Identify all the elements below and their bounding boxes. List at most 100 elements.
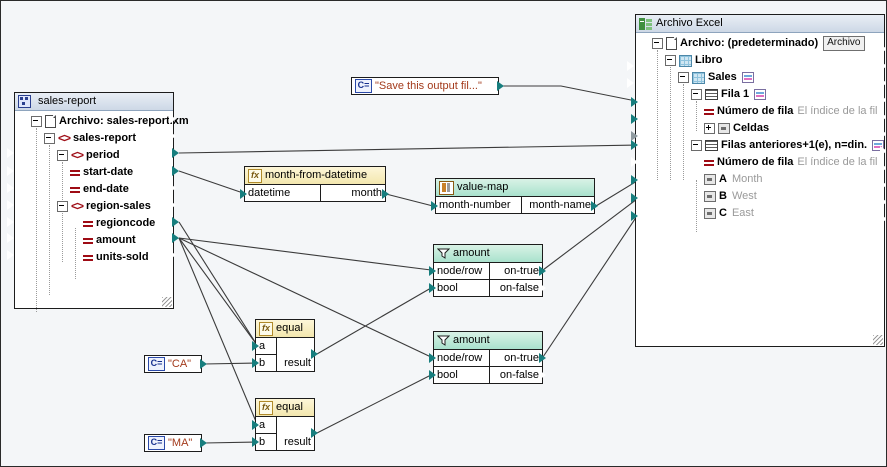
tree-row[interactable]: B West	[636, 188, 884, 205]
connector-out-month-name[interactable]	[591, 201, 598, 211]
constant-ma[interactable]: C= "MA"	[144, 434, 202, 452]
input-port-node-row[interactable]: node/row	[434, 350, 490, 367]
connector-in-row-number-1[interactable]	[631, 114, 638, 124]
function-equal-1[interactable]: fx equal a b result	[255, 319, 315, 372]
function-header[interactable]: fx equal	[256, 320, 314, 338]
connector-in-col-b[interactable]	[631, 193, 638, 203]
constant-ca[interactable]: C= "CA"	[144, 355, 202, 373]
connector-out-stub[interactable]	[880, 163, 886, 173]
connector-in-archivo[interactable]	[631, 97, 638, 107]
connector-in-celdas[interactable]	[631, 131, 638, 141]
connector-in-filas[interactable]	[631, 140, 638, 150]
connector-in-stub[interactable]	[7, 250, 14, 260]
connector-out-stub[interactable]	[880, 180, 886, 190]
connector-in-stub[interactable]	[627, 61, 634, 71]
connector-out-amount[interactable]	[172, 233, 179, 243]
connector-out-const-ma[interactable]	[200, 438, 207, 448]
tree-row[interactable]: regioncode	[15, 215, 173, 232]
connector-out-stub[interactable]	[880, 44, 886, 54]
connector-out-period[interactable]	[172, 148, 179, 158]
target-component-excel-file[interactable]: Archivo Excel Archivo: (predeterminado) …	[635, 14, 885, 347]
connector-in-stub[interactable]	[7, 217, 14, 227]
tree-row[interactable]: A Month	[636, 171, 884, 188]
function-equal-2[interactable]: fx equal a b result	[255, 398, 315, 451]
tree-row[interactable]: <> sales-report	[15, 130, 173, 147]
connector-out-on-true-1[interactable]	[539, 266, 546, 276]
connector-in-node-row-1[interactable]	[429, 266, 436, 276]
expander-minus-icon[interactable]	[57, 150, 68, 161]
connector-in-stub[interactable]	[7, 233, 14, 243]
resize-grip[interactable]	[873, 335, 883, 345]
function-header[interactable]: value-map	[436, 179, 594, 197]
connector-out-const-ca[interactable]	[200, 359, 207, 369]
expander-minus-icon[interactable]	[665, 55, 676, 66]
tree-row[interactable]: Libro	[636, 52, 884, 69]
input-port-a[interactable]: a	[256, 338, 276, 355]
connector-in-equal2-b[interactable]	[252, 437, 259, 447]
connector-in-bool-2[interactable]	[429, 370, 436, 380]
connector-out-on-true-2[interactable]	[539, 353, 546, 363]
filter-header[interactable]: amount	[434, 332, 542, 350]
connector-out-unused[interactable]	[169, 114, 176, 124]
connector-in-equal1-a[interactable]	[252, 341, 259, 351]
connector-in-datetime[interactable]	[240, 189, 247, 199]
source-tree[interactable]: Archivo: sales-report.xm <> sales-report…	[15, 111, 189, 312]
input-port-datetime[interactable]: datetime	[248, 187, 291, 199]
tree-row[interactable]: <> region-sales	[15, 198, 173, 215]
archivo-button[interactable]: Archivo	[823, 36, 865, 51]
connector-out-month[interactable]	[382, 189, 389, 199]
connector-out-regioncode[interactable]	[172, 217, 179, 227]
output-port-on-true[interactable]: on-true	[490, 263, 542, 280]
table-icon[interactable]	[754, 89, 767, 100]
connector-out-start-date[interactable]	[172, 166, 179, 176]
connector-out-const-save[interactable]	[497, 81, 504, 91]
tree-row[interactable]: start-date	[15, 164, 173, 181]
connector-in-node-row-2[interactable]	[429, 353, 436, 363]
expander-plus-icon[interactable]	[704, 123, 715, 134]
tree-row[interactable]: Fila 1	[636, 86, 884, 103]
input-port-a[interactable]: a	[256, 417, 276, 434]
filter-amount-1[interactable]: amount node/row bool on-true on-false	[433, 244, 543, 297]
function-value-map[interactable]: value-map month-number month-name	[435, 178, 595, 214]
connector-out-equal2-result[interactable]	[311, 428, 318, 438]
connector-out-stub[interactable]	[880, 197, 886, 207]
output-port-result[interactable]: result	[284, 435, 311, 448]
connector-in-bool-1[interactable]	[429, 283, 436, 293]
expander-minus-icon[interactable]	[31, 116, 42, 127]
input-port-b[interactable]: b	[259, 357, 266, 369]
connector-in-stub[interactable]	[627, 78, 634, 88]
connector-in-col-c[interactable]	[631, 211, 638, 221]
tree-row[interactable]: end-date	[15, 181, 173, 198]
connector-out-stub[interactable]	[880, 129, 886, 139]
tree-row[interactable]: Celdas	[636, 120, 884, 137]
filter-amount-2[interactable]: amount node/row bool on-true on-false	[433, 331, 543, 384]
expander-minus-icon[interactable]	[691, 140, 702, 151]
tree-row[interactable]: C East	[636, 205, 884, 222]
output-port-on-false[interactable]: on-false	[499, 282, 539, 294]
output-port-on-false[interactable]: on-false	[499, 369, 539, 381]
connector-in-stub[interactable]	[7, 166, 14, 176]
tree-row[interactable]: Número de fila El índice de la fil	[636, 103, 884, 120]
connector-in-stub[interactable]	[7, 183, 14, 193]
connector-out-region-sales[interactable]	[169, 200, 176, 210]
expander-minus-icon[interactable]	[57, 201, 68, 212]
constant-save-output-file[interactable]: C= "Save this output fil..."	[351, 77, 499, 95]
tree-row[interactable]: Filas anteriores+1(e), n=din.	[636, 137, 885, 154]
expander-minus-icon[interactable]	[678, 72, 689, 83]
connector-out-end-date[interactable]	[169, 183, 176, 193]
tree-row[interactable]: <> period	[15, 147, 173, 164]
tree-row[interactable]: Número de fila El índice de la fil	[636, 154, 884, 171]
connector-out-stub[interactable]	[880, 95, 886, 105]
tree-row[interactable]: amount	[15, 232, 173, 249]
filter-header[interactable]: amount	[434, 245, 542, 263]
connector-in-col-a[interactable]	[631, 175, 638, 185]
connector-out-stub[interactable]	[880, 78, 886, 88]
connector-in-equal2-a[interactable]	[252, 420, 259, 430]
table-icon[interactable]	[872, 140, 885, 151]
output-port-month-name[interactable]: month-name	[529, 199, 591, 211]
connector-out-sales-report[interactable]	[169, 131, 176, 141]
table-icon[interactable]	[741, 72, 754, 83]
connector-in-equal1-b[interactable]	[252, 358, 259, 368]
source-panel-title-bar[interactable]: sales-report	[15, 93, 173, 111]
